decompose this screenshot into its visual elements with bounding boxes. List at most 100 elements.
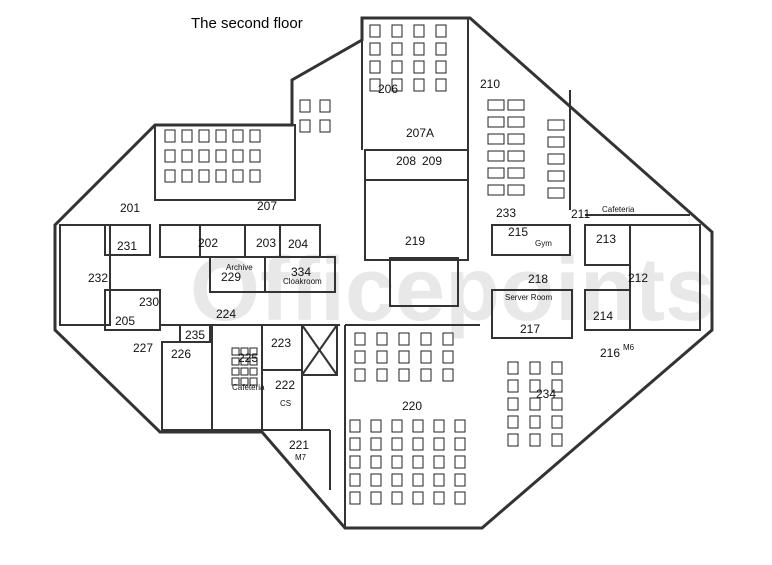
desk [454,455,466,469]
desk [391,491,403,505]
desk [231,367,240,376]
desk [249,377,258,386]
desk [391,455,403,469]
room-212: 212 [628,271,648,285]
desk [391,419,403,433]
desk [454,419,466,433]
building-outline [53,16,714,530]
desk [249,347,258,356]
room-209: 209 [422,154,442,168]
desk [354,332,366,346]
desk [391,437,403,451]
room-234: 234 [536,387,556,401]
desk [507,361,519,375]
desk [249,129,261,143]
desk [198,149,210,163]
desk [391,42,403,56]
desk [391,78,403,92]
desk [412,473,424,487]
room-208: 208 [396,154,416,168]
desk [349,473,361,487]
label-cloakroom: Cloakroom [283,277,322,286]
desk [433,437,445,451]
desk [420,368,432,382]
desk [231,377,240,386]
desk [164,129,176,143]
desk [181,169,193,183]
desk [240,367,249,376]
desk [354,350,366,364]
desk [391,24,403,38]
desk [507,116,525,128]
desk [487,150,505,162]
desk [198,169,210,183]
room-226: 226 [171,347,191,361]
desk [507,397,519,411]
room-204: 204 [288,237,308,251]
room-233: 233 [496,206,516,220]
room-227: 227 [133,341,153,355]
desk [240,347,249,356]
desk [487,116,505,128]
desk [232,149,244,163]
desk [487,184,505,196]
room-219: 219 [405,234,425,248]
desk [181,149,193,163]
desk [413,78,425,92]
room-202: 202 [198,236,218,250]
desk [442,332,454,346]
desk [551,433,563,447]
room-labels: 201 202 203 204 205 206 207 207A 208 209… [88,77,648,462]
room-220: 220 [402,399,422,413]
desk [551,379,563,393]
desk [370,491,382,505]
desk [349,455,361,469]
desk [354,368,366,382]
desk [435,24,447,38]
desk [249,357,258,366]
desk [420,332,432,346]
desk [412,419,424,433]
desk [507,379,519,393]
desk [487,133,505,145]
desk [181,129,193,143]
room-231: 231 [117,239,137,253]
desk [215,129,227,143]
label-archive: Archive [226,263,253,272]
desk [412,491,424,505]
desk-layout [164,24,565,505]
label-m6: M6 [623,343,635,352]
desk [529,379,541,393]
desk [529,397,541,411]
desk [376,368,388,382]
desk [299,119,311,133]
desk [231,347,240,356]
desk [349,437,361,451]
room-216: 216 [600,346,620,360]
desk [249,169,261,183]
desk [433,419,445,433]
desk [507,433,519,447]
desk [547,136,565,148]
desk [215,169,227,183]
floor-title: The second floor [191,15,303,32]
desk [507,150,525,162]
desk [240,357,249,366]
desk [442,368,454,382]
desk [249,367,258,376]
room-214: 214 [593,309,613,323]
desk [529,415,541,429]
desk [547,153,565,165]
desk [370,473,382,487]
label-gym: Gym [535,239,552,248]
desk [299,99,311,113]
desk [412,455,424,469]
desk [319,99,331,113]
desk [551,397,563,411]
room-232: 232 [88,271,108,285]
desk [398,350,410,364]
desk [369,24,381,38]
desk [398,332,410,346]
room-206: 206 [378,82,398,96]
